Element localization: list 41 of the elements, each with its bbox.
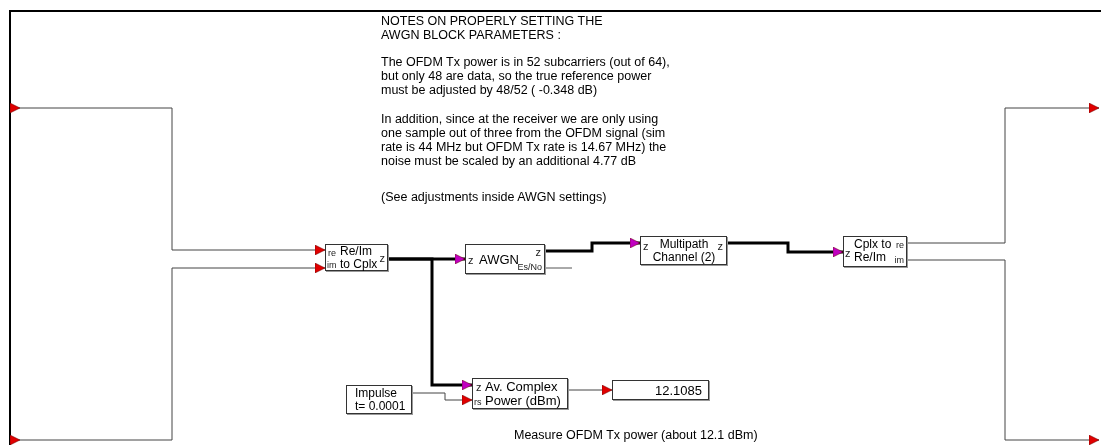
port-label: z (476, 381, 482, 393)
signal-bus (727, 241, 844, 258)
note-text: NOTES ON PROPERLY SETTING THE AWGN BLOCK PARAMETERS : (381, 14, 604, 42)
signal-wire (906, 102, 1100, 244)
port-label: z (845, 247, 851, 259)
block-label: AWGN (479, 253, 519, 266)
noise-block (465, 244, 545, 274)
port-label: re (896, 240, 904, 250)
conversion-block (843, 236, 907, 267)
note-text: (See adjustments inside AWGN settings) (381, 190, 608, 204)
signal-wire (906, 259, 1100, 445)
block-label: Cplx to Re/Im (854, 238, 893, 264)
port-label: z (468, 254, 474, 266)
signal-wire (567, 384, 613, 396)
port-label: z (535, 246, 541, 258)
note-text: In addition, since at the receiver we are only using one sample out of three from the OFDM signal (sim rate is 44 MHz but OFDM Tx rate is 14.67 MHz) the noise must be scaled by an additional 4.77 dB (381, 112, 668, 168)
signal-wire (9, 102, 326, 256)
signal-bus (388, 257, 473, 391)
signal-wire (9, 262, 326, 445)
channel-block (640, 236, 727, 265)
port-label: z (379, 252, 385, 264)
port-label: z (643, 240, 649, 252)
port-label: rs (474, 397, 482, 407)
port-label: Es/No (517, 262, 542, 272)
block-label: Impulse t= 0.0001 (355, 387, 407, 413)
port-label: z (717, 240, 723, 252)
block-label: Av. Complex Power (dBm) (485, 380, 562, 408)
note-text: Measure OFDM Tx power (about 12.1 dBm) (514, 428, 759, 442)
port-label: im (327, 260, 337, 270)
port-label: re (328, 248, 336, 258)
signal-bus (545, 237, 641, 253)
block-label: Re/Im to Cplx (340, 245, 379, 271)
port-label: im (894, 255, 904, 265)
block-label: Multipath Channel (2) (651, 238, 717, 264)
note-text: The OFDM Tx power is in 52 subcarriers (out of 64), but only 48 are data, so the true reference power must be adjusted by 48/52 ( -0.348 dB) (381, 55, 671, 97)
conversion-block (325, 244, 388, 271)
signal-wire (411, 392, 473, 406)
block-label: 12.1085 (654, 384, 702, 397)
value-display (612, 380, 709, 400)
source-block (346, 385, 412, 414)
power-meter-block (472, 378, 568, 409)
